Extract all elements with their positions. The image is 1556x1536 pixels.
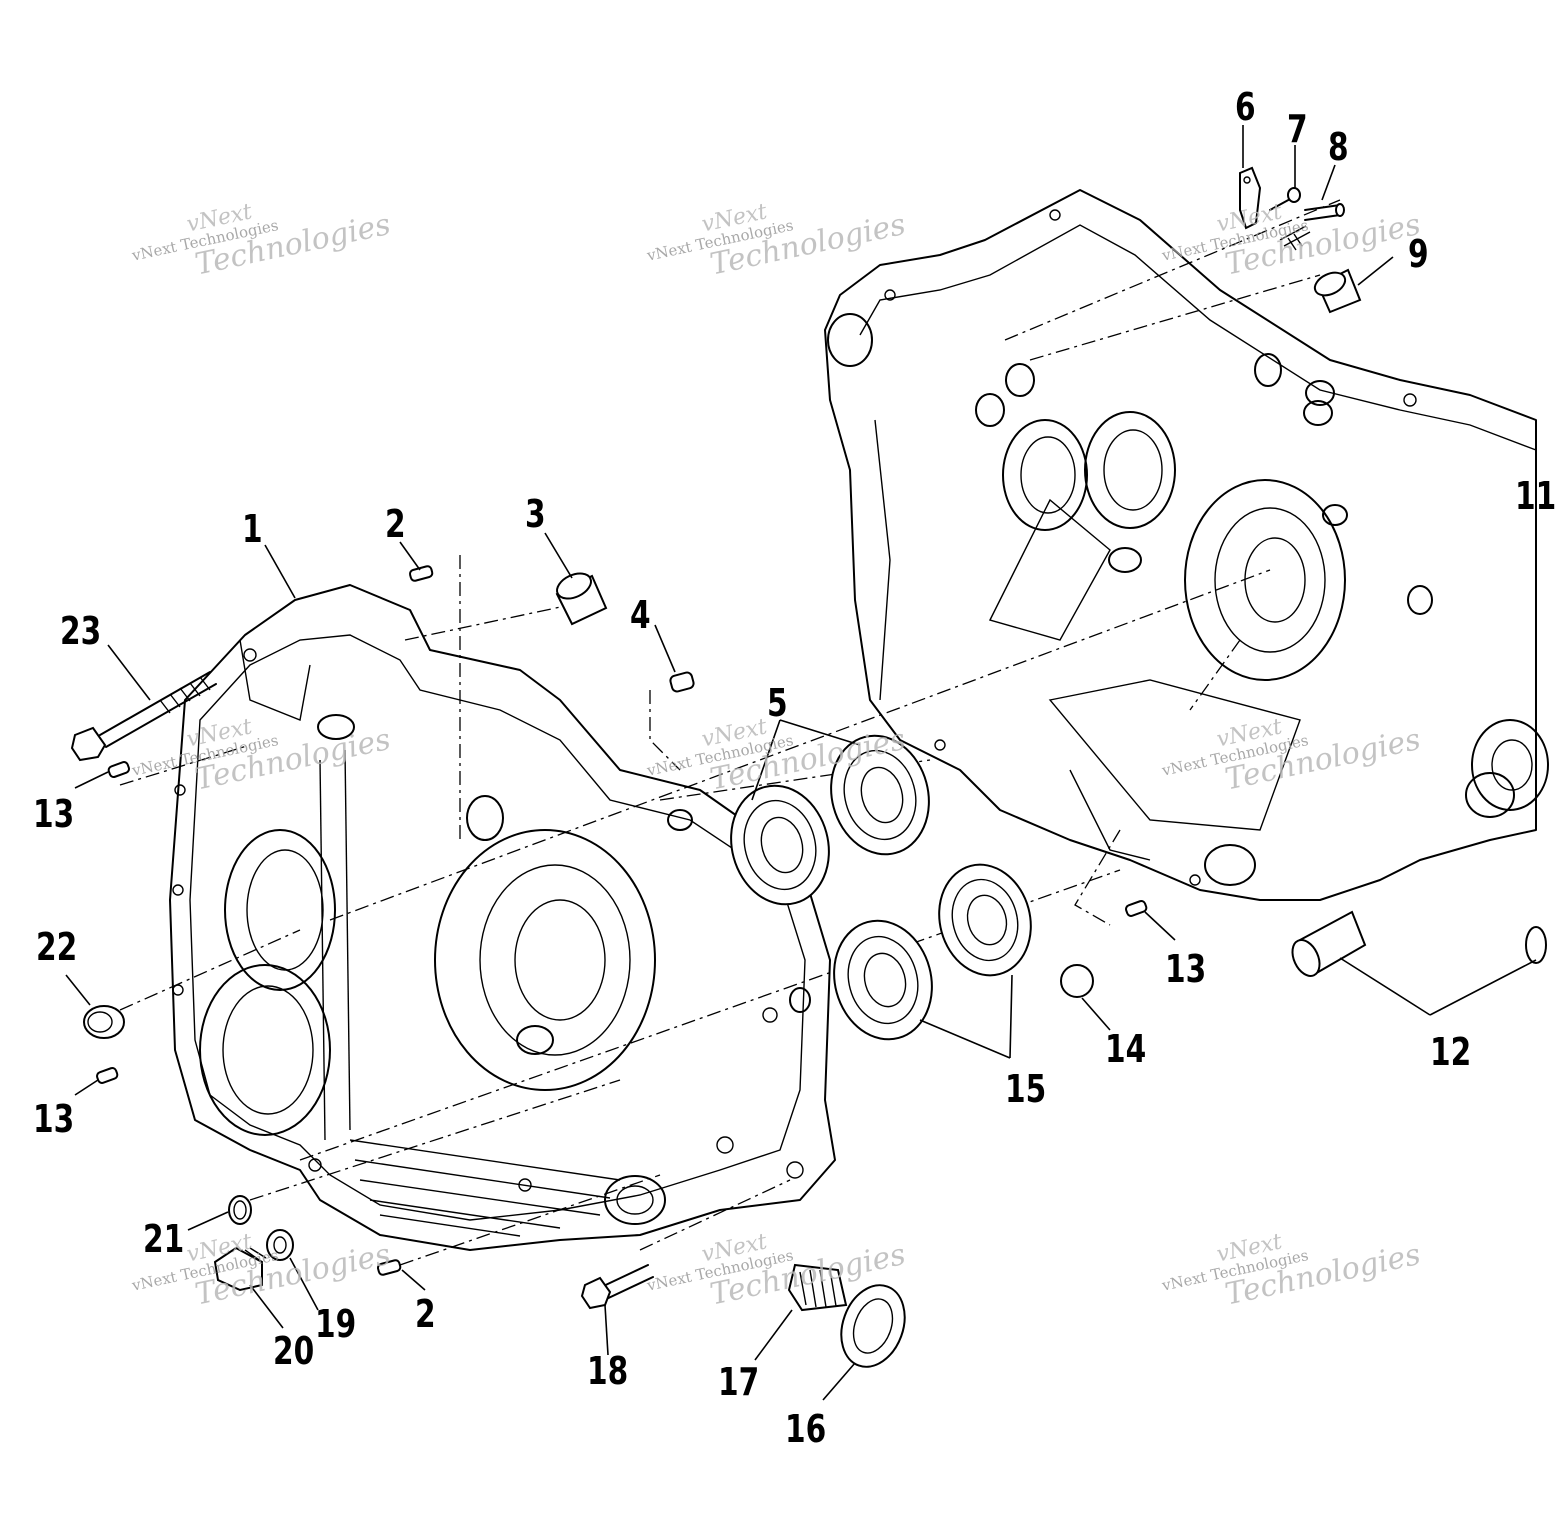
left-crankcase-half [169,584,836,1251]
callout-12: 12 [1430,1030,1472,1074]
callout-6: 6 [1235,85,1256,129]
callout-3: 3 [525,492,546,536]
callout-5: 5 [767,681,788,725]
callout-23: 23 [60,609,102,653]
callout-21: 21 [143,1217,185,1261]
callout-15: 15 [1005,1067,1047,1111]
callout-18: 18 [587,1349,629,1393]
small-parts [70,166,1547,1368]
callout-13-upper: 13 [33,792,75,836]
callout-2-top: 2 [385,502,406,546]
callout-16: 16 [785,1407,827,1451]
callout-8: 8 [1328,125,1349,169]
callout-11: 11 [1515,474,1556,518]
callout-13-right: 13 [1165,947,1207,991]
callout-7: 7 [1287,107,1308,151]
callout-22: 22 [36,925,78,969]
callout-20: 20 [273,1329,315,1373]
callout-13-lower: 13 [33,1097,75,1141]
callout-14: 14 [1105,1027,1147,1071]
callout-4: 4 [630,593,651,637]
leader-lines [65,125,1537,1401]
callout-19: 19 [315,1302,357,1346]
callout-2-bottom: 2 [415,1292,436,1336]
callout-17: 17 [718,1360,760,1404]
callout-1: 1 [242,507,263,551]
callout-9: 9 [1408,232,1429,276]
right-crankcase-half [824,189,1549,901]
